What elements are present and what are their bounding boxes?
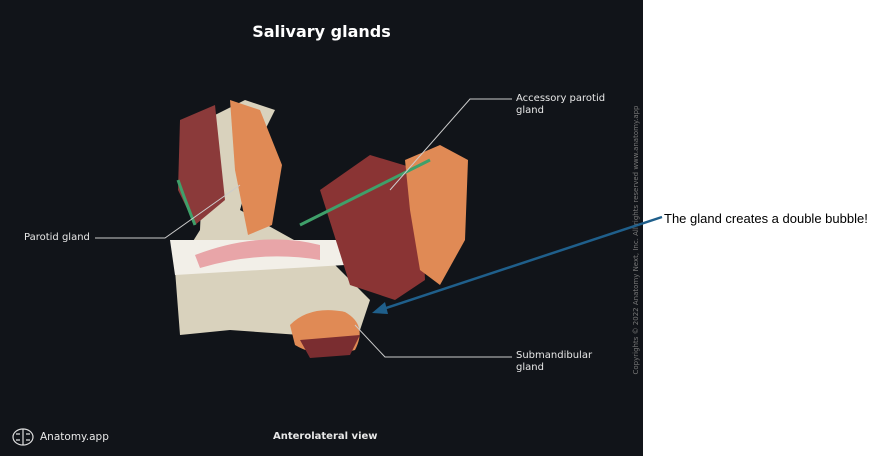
view-label: Anterolateral view: [273, 431, 378, 442]
label-accessory-parotid-gland: Accessory parotid gland: [516, 93, 606, 116]
annotation-arrow: [372, 215, 663, 314]
mandible: [170, 100, 370, 335]
brand-name: Anatomy.app: [40, 431, 109, 443]
parotid-gland: [178, 100, 282, 235]
leader-lines: [95, 98, 512, 358]
label-submandibular-gland: Submandibular gland: [516, 350, 593, 373]
accessory-parotid-and-masseter: [176, 145, 468, 300]
annotation-text: The gland creates a double bubble!: [664, 211, 868, 226]
figure-title: Salivary glands: [252, 22, 391, 41]
illustration-panel: [0, 0, 643, 456]
submandibular-gland: [290, 310, 360, 358]
brain-logo-icon: [12, 428, 34, 446]
label-parotid-gland: Parotid gland: [24, 232, 90, 243]
copyright-notice: Copyrights © 2022 Anatomy Next, Inc. All…: [632, 105, 640, 375]
